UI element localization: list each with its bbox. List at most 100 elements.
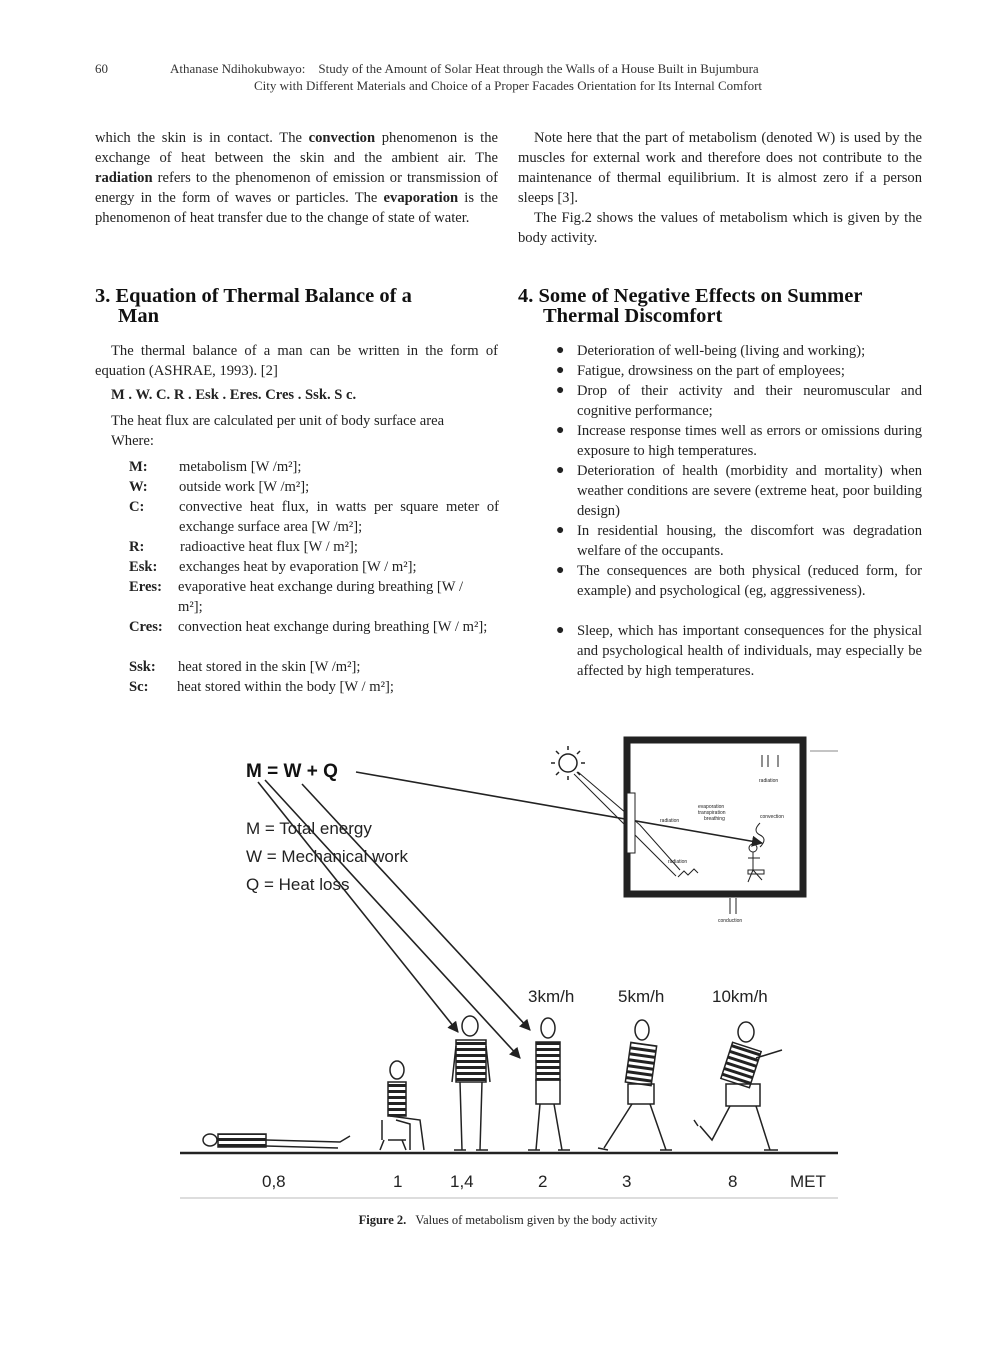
arrow-cross — [301, 783, 531, 1031]
met-value: 2 — [538, 1172, 547, 1191]
text-run: is the phenomenon of heat transfer due t… — [95, 190, 498, 226]
def-key: C: — [129, 499, 145, 515]
bullet-text: Increase response times well as errors o… — [577, 423, 922, 459]
section4-heading-line1: 4. Some of Negative Effects on Summer — [518, 285, 863, 307]
def-value: evaporative heat exchange during breathi… — [178, 579, 463, 615]
thermal-balance-equation: M . W. C. R . Esk . Eres. Cres . Ssk. S … — [111, 387, 357, 403]
fig2-reference-paragraph: The Fig.2 shows the values of metabolism… — [518, 210, 922, 246]
house-label-convection: convection — [760, 814, 784, 820]
list-item: ● The consequences are both physical (red… — [556, 561, 922, 601]
heat-flux-line: The heat flux are calculated per unit of… — [111, 413, 445, 429]
def-key: R: — [129, 539, 145, 555]
house-label-transpiration: transpiration — [698, 810, 726, 816]
running-header-line1: Athanase Ndihokubwayo: Study of the Amou… — [170, 61, 759, 76]
figure-caption-label: Figure 2. — [358, 1213, 407, 1227]
bullet-dot: ● — [556, 363, 565, 378]
list-item: ● Fatigue, drowsiness on the part of empl… — [556, 361, 922, 381]
thermal-balance-intro: The thermal balance of a man can be writ… — [95, 343, 498, 379]
def-value: outside work [W /m²]; — [179, 479, 310, 495]
speed-label: 5km/h — [618, 987, 664, 1006]
arrow-to-standing-man — [257, 781, 459, 1033]
legend-heat-loss: Q = Heat loss — [246, 875, 349, 894]
list-item: ● Deterioration of health (morbidity and … — [556, 461, 922, 521]
met-unit: MET — [790, 1172, 826, 1191]
def-value: heat stored in the skin [W /m²]; — [178, 659, 361, 675]
def-key: Eres: — [129, 579, 162, 595]
house-label-radiation: radiation — [759, 778, 778, 784]
def-key: Sc: — [129, 679, 149, 695]
bullet-text: The consequences are both physical (redu… — [577, 563, 922, 599]
text-run: refers to the phenomenon of emission or … — [95, 170, 498, 206]
figure-2-caption: Figure 2. Values of metabolism given by … — [0, 1213, 992, 1228]
text-run: which the skin is in contact. The — [95, 130, 309, 146]
standing-person-figure — [451, 1015, 491, 1151]
bullet-text: Sleep, which has important consequences … — [577, 623, 922, 679]
bullet-dot: ● — [556, 623, 565, 638]
met-value: 3 — [622, 1172, 631, 1191]
running-person-figure — [693, 1021, 783, 1151]
where-label: Where: — [111, 433, 154, 449]
list-item: ● Increase response times well as errors … — [556, 421, 922, 461]
bullet-text: Deterioration of health (morbidity and m… — [577, 463, 922, 519]
def-value: convective heat flux, in watts per squar… — [179, 499, 499, 535]
effects-bullet-list: ●Deterioration of well-being (living and… — [556, 341, 922, 681]
def-key: Cres: — [129, 619, 163, 635]
house-label-radiation: radiation — [660, 818, 679, 824]
term-evaporation: evaporation — [383, 190, 459, 206]
term-convection: convection — [308, 130, 376, 146]
def-key: Esk: — [129, 559, 158, 575]
right-intro-paragraphs: Note here that the part of metabolism (d… — [518, 128, 922, 248]
arrow-to-house — [355, 771, 764, 847]
list-item: ● In residential housing, the discomfort … — [556, 521, 922, 561]
house-label-conduction: conduction — [718, 918, 742, 924]
arrow-to-walking-man — [264, 779, 521, 1059]
left-intro-paragraph: which the skin is in contact. The convec… — [95, 128, 498, 228]
met-value: 1,4 — [450, 1172, 474, 1191]
figure-caption-text: Values of metabolism given by the body a… — [415, 1213, 658, 1227]
bullet-text: Drop of their activity and their neuromu… — [577, 383, 922, 419]
section4-heading-line2: Thermal Discomfort — [543, 305, 723, 327]
house-label-breathing: breathing — [704, 816, 725, 822]
bullet-dot: ● — [556, 563, 565, 578]
def-value: metabolism [W /m²]; — [179, 459, 302, 475]
speed-label: 10km/h — [712, 987, 768, 1006]
metabolism-note-paragraph: Note here that the part of metabolism (d… — [518, 130, 922, 206]
def-key: Ssk: — [129, 659, 156, 675]
text-run: phenomenon is the exchange of heat betwe… — [95, 130, 498, 166]
page-number: 60 — [95, 61, 108, 76]
speed-label: 3km/h — [528, 987, 574, 1006]
bullet-dot: ● — [556, 343, 565, 358]
house-cross-section — [623, 736, 838, 914]
walking-person-figure — [528, 1017, 570, 1151]
met-value: 1 — [393, 1172, 402, 1191]
def-value: convection heat exchange during breathin… — [178, 619, 488, 635]
house-label-radiation: radiation — [668, 859, 687, 865]
def-value: radioactive heat flux [W / m²]; — [180, 539, 358, 555]
met-value: 8 — [728, 1172, 737, 1191]
bullet-dot: ● — [556, 463, 565, 478]
def-key: W: — [129, 479, 148, 495]
sun-ray — [577, 771, 681, 871]
bullet-dot: ● — [556, 383, 565, 398]
def-value: heat stored within the body [W / m²]; — [177, 679, 394, 695]
bullet-dot: ● — [556, 523, 565, 538]
figure-2-illustration: M = W + Q M = Total energy W = Mechanica… — [180, 736, 838, 1199]
bullet-text: Fatigue, drowsiness on the part of emplo… — [577, 363, 845, 379]
term-radiation: radiation — [95, 170, 153, 186]
bullet-text: In residential housing, the discomfort w… — [577, 523, 922, 559]
list-item: ●Deterioration of well-being (living and… — [556, 341, 922, 361]
seated-person-figure — [379, 1060, 425, 1151]
sun-icon — [551, 746, 585, 780]
fast-walking-person-figure — [597, 1019, 672, 1151]
bullet-dot: ● — [556, 423, 565, 438]
running-header-line2: City with Different Materials and Choice… — [253, 78, 763, 93]
section3-heading-line2: Man — [118, 305, 159, 327]
section3-heading: 3. Equation of Thermal Balance of a Man — [95, 286, 505, 327]
list-item: ● Drop of their activity and their neurom… — [556, 381, 922, 421]
definition-list: M: metabolism [W /m²]; W: outside work [… — [129, 457, 499, 697]
figure-equation: M = W + Q — [246, 761, 338, 782]
heat-flux-note: The heat flux are calculated per unit of… — [111, 411, 444, 451]
def-key: M: — [129, 459, 148, 475]
lying-person-figure — [202, 1133, 351, 1149]
list-item: ● Sleep, which has important consequences… — [556, 621, 922, 681]
